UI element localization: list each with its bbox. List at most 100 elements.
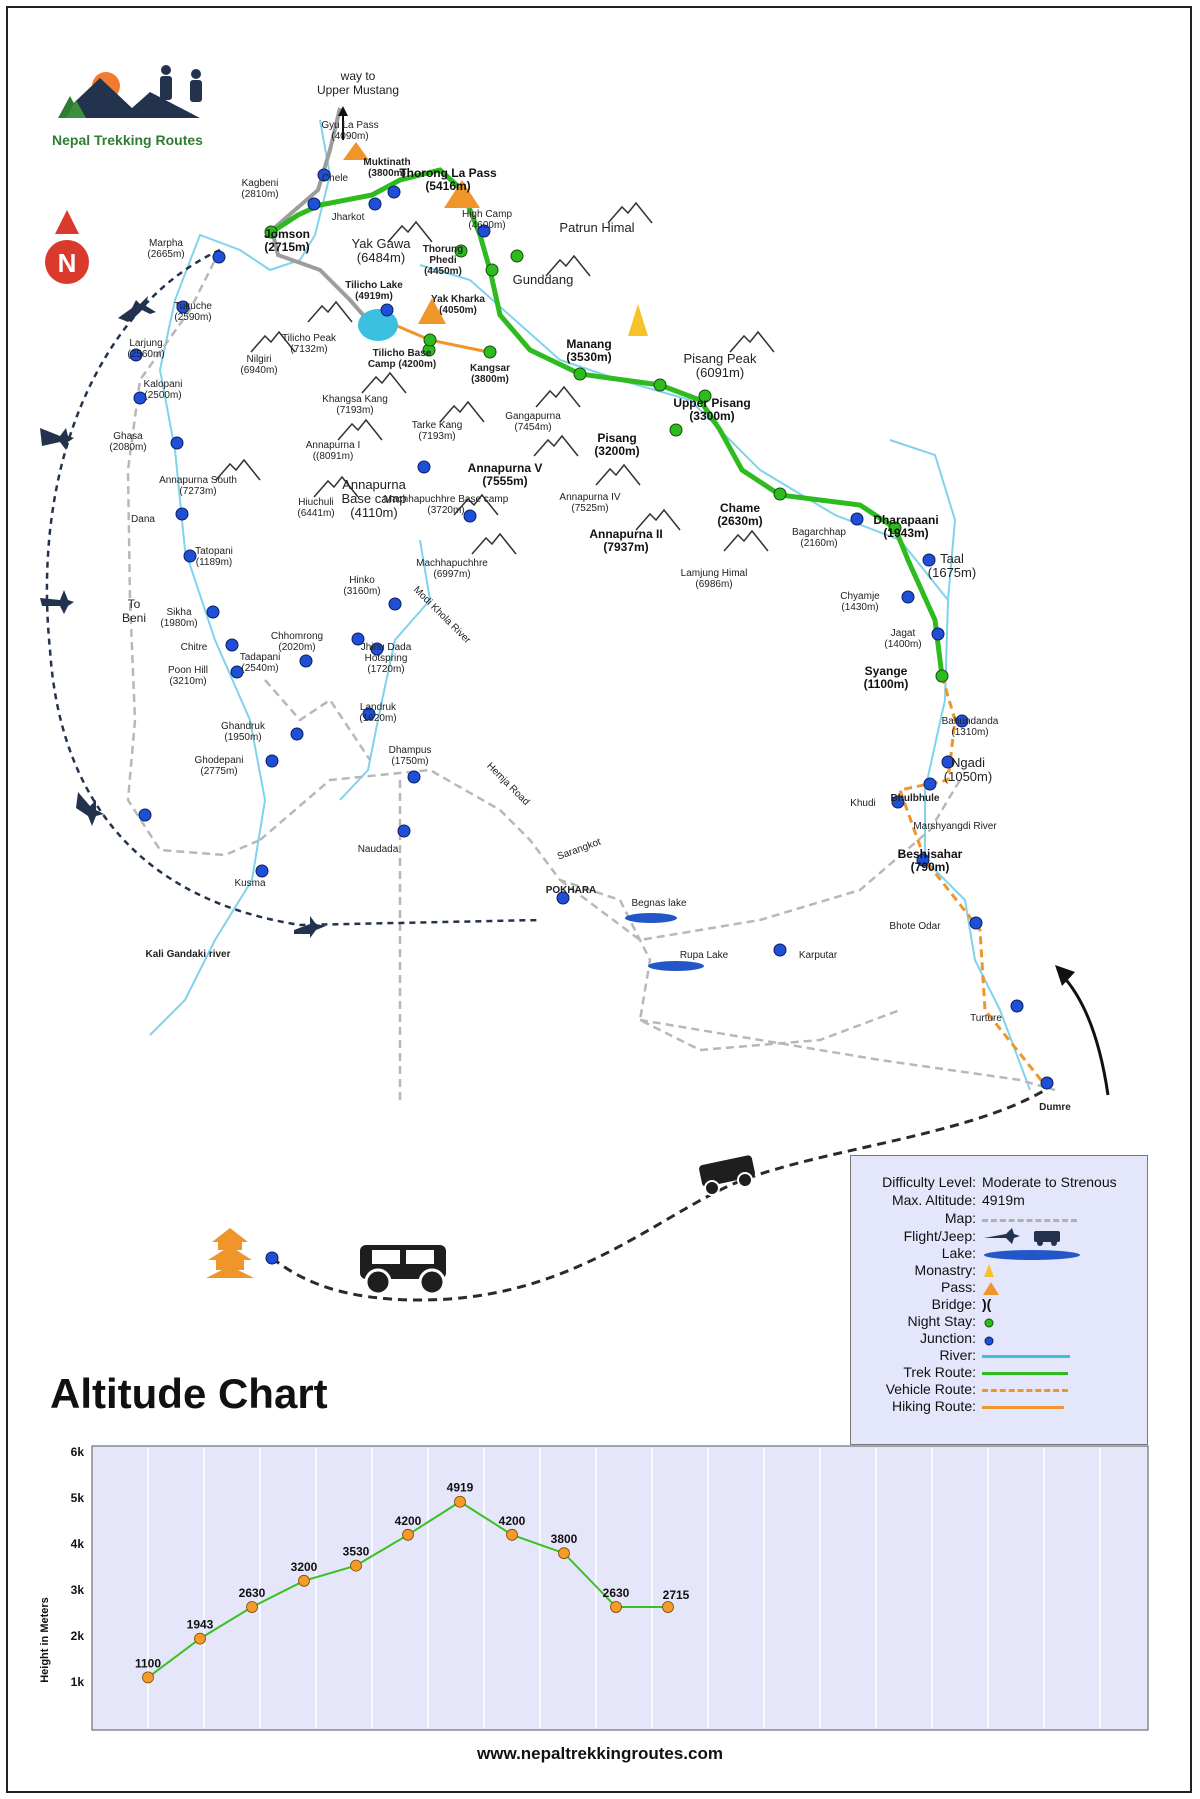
night-stay-dot [423, 333, 437, 347]
map-label-taal: Taal(1675m) [928, 551, 976, 580]
map-label-hemja-road: Hemja Road [484, 761, 531, 808]
night-stay-icon [984, 1318, 994, 1328]
map-label-patrun-himal: Patrun Himal [559, 220, 634, 235]
map-label-kali-gandaki-river: Kali Gandaki river [145, 949, 230, 960]
map-label-nilgiri: Nilgiri(6940m) [240, 354, 277, 376]
junction-dot [397, 824, 411, 838]
gyu-la-pass-icon [343, 142, 369, 160]
chart-data-label: 1943 [187, 1618, 214, 1632]
junction-dot [290, 727, 304, 741]
mountain-icon [250, 330, 296, 353]
junction-dot [176, 300, 190, 314]
chart-point [610, 1601, 622, 1613]
legend-panel: Difficulty Level: Moderate to Strenous M… [850, 1155, 1148, 1445]
junction-dot [773, 943, 787, 957]
map-label-ghandruk: Ghandruk(1950m) [221, 721, 266, 743]
jeep-small-icon [699, 1155, 755, 1196]
chart-ytick: 4k [71, 1537, 85, 1551]
map-label-bahundanda: Bahundanda(1310m) [942, 716, 999, 738]
map-label-annapurna-ii: Annapurna II(7937m) [589, 527, 662, 554]
chart-data-label: 4919 [447, 1481, 474, 1495]
junction-dot [212, 250, 226, 264]
plane-jeep-icon [984, 1228, 1060, 1246]
map-label-pisang-peak: Pisang Peak(6091m) [684, 351, 757, 380]
map-label-machhapuchhre-base-camp: Machhapuchhre Base camp(3720m) [384, 494, 509, 516]
thorong-la-pass-icon [444, 180, 480, 208]
mountain-icon [215, 458, 261, 481]
map-label-yak-gawa: Yak Gawa(6484m) [351, 236, 411, 265]
map-label-karputar: Karputar [799, 950, 838, 961]
chart-point [454, 1495, 466, 1508]
map-label-marshyangdi-river: Marshyangdi River [913, 821, 997, 832]
tilicho-lake-icon [358, 309, 398, 341]
mountain-icon [387, 220, 433, 243]
map-label-tukuche: Tukuche(2590m) [174, 301, 212, 323]
chart-data-label: 2630 [603, 1586, 630, 1600]
junction-dot [1040, 1076, 1054, 1090]
map-label-dhampus: Dhampus(1750m) [389, 745, 432, 767]
monastery-icon [984, 1264, 994, 1277]
junction-dot [901, 590, 915, 604]
junction-dot [368, 197, 382, 211]
map-label-upper-pisang: Upper Pisang(3300m) [673, 396, 750, 423]
mountain-icon [723, 529, 769, 552]
trek-route [270, 167, 945, 677]
plane-icons [40, 296, 326, 938]
legend-monastry: Monastry: [851, 1262, 1149, 1280]
map-label-poon-hill: Poon Hill(3210m) [168, 665, 208, 687]
mountain-icon [729, 330, 775, 353]
night-stay-dot [573, 367, 587, 381]
chart-point [194, 1632, 206, 1645]
legend-flight: Flight/Jeep: [851, 1228, 1149, 1246]
junction-dot [183, 549, 197, 563]
map-label-pokhara: POKHARA [546, 885, 597, 896]
night-stay-dot [483, 345, 497, 359]
map-label-kusma: Kusma [234, 878, 266, 889]
map-label-muktinath: Muktinath(3800m) [363, 157, 410, 179]
begnas-lake-icon [625, 913, 677, 923]
map-label-rupa-lake: Rupa Lake [680, 950, 729, 961]
junction-dot [463, 509, 477, 523]
brand-name: Nepal Trekking Routes [52, 132, 203, 148]
chart-point [350, 1559, 362, 1572]
svg-text:N: N [58, 248, 77, 278]
map-label-hinko: Hinko(3160m) [343, 575, 380, 597]
trek-map: N [40, 65, 1110, 1302]
junction-dot [556, 891, 570, 905]
junction-dot [230, 665, 244, 679]
map-label-machhapuchhre: Machhapuchhre(6997m) [416, 558, 488, 580]
lake-icon [984, 1250, 1080, 1260]
map-label-sarangkot: Sarangkot [556, 837, 603, 863]
map-label-chyamje: Chyamje(1430m) [840, 591, 880, 613]
chart-ytick: 5k [71, 1491, 85, 1505]
mountain-icon [533, 434, 579, 457]
mountain-icons [215, 201, 775, 555]
tilicho-camp-icon [418, 298, 446, 324]
mountain-icon [307, 300, 353, 323]
map-label-khudi: Khudi [850, 798, 876, 809]
night-stay-dot [888, 521, 902, 535]
map-label-bhulbhule: Bhulbhule [891, 793, 940, 804]
rupa-lake-icon [648, 961, 704, 971]
junction-dot [380, 303, 394, 317]
map-label-chitre: Chitre [181, 642, 208, 653]
night-stay-dot [669, 423, 683, 437]
chart-data-label: 3530 [343, 1545, 370, 1559]
junction-dot [175, 507, 189, 521]
map-label-annapurna-v: Annapurna V(7555m) [468, 461, 543, 488]
legend-pass: Pass: [851, 1279, 1149, 1297]
map-label-tilicho-lake: Tilicho Lake(4919m) [345, 280, 403, 302]
map-label-kalopani: Kalopani(2500m) [144, 379, 183, 401]
chart-point [298, 1574, 310, 1587]
map-label-pisang: Pisang(3200m) [594, 431, 639, 458]
legend-altitude: Max. Altitude: 4919m [891, 1192, 1025, 1208]
map-label-gunddang: Gunddang [513, 272, 574, 287]
map-label-manang: Manang(3530m) [566, 337, 611, 364]
junction-dot [477, 224, 491, 238]
junction-dot [955, 714, 969, 728]
junction-dot [225, 638, 239, 652]
